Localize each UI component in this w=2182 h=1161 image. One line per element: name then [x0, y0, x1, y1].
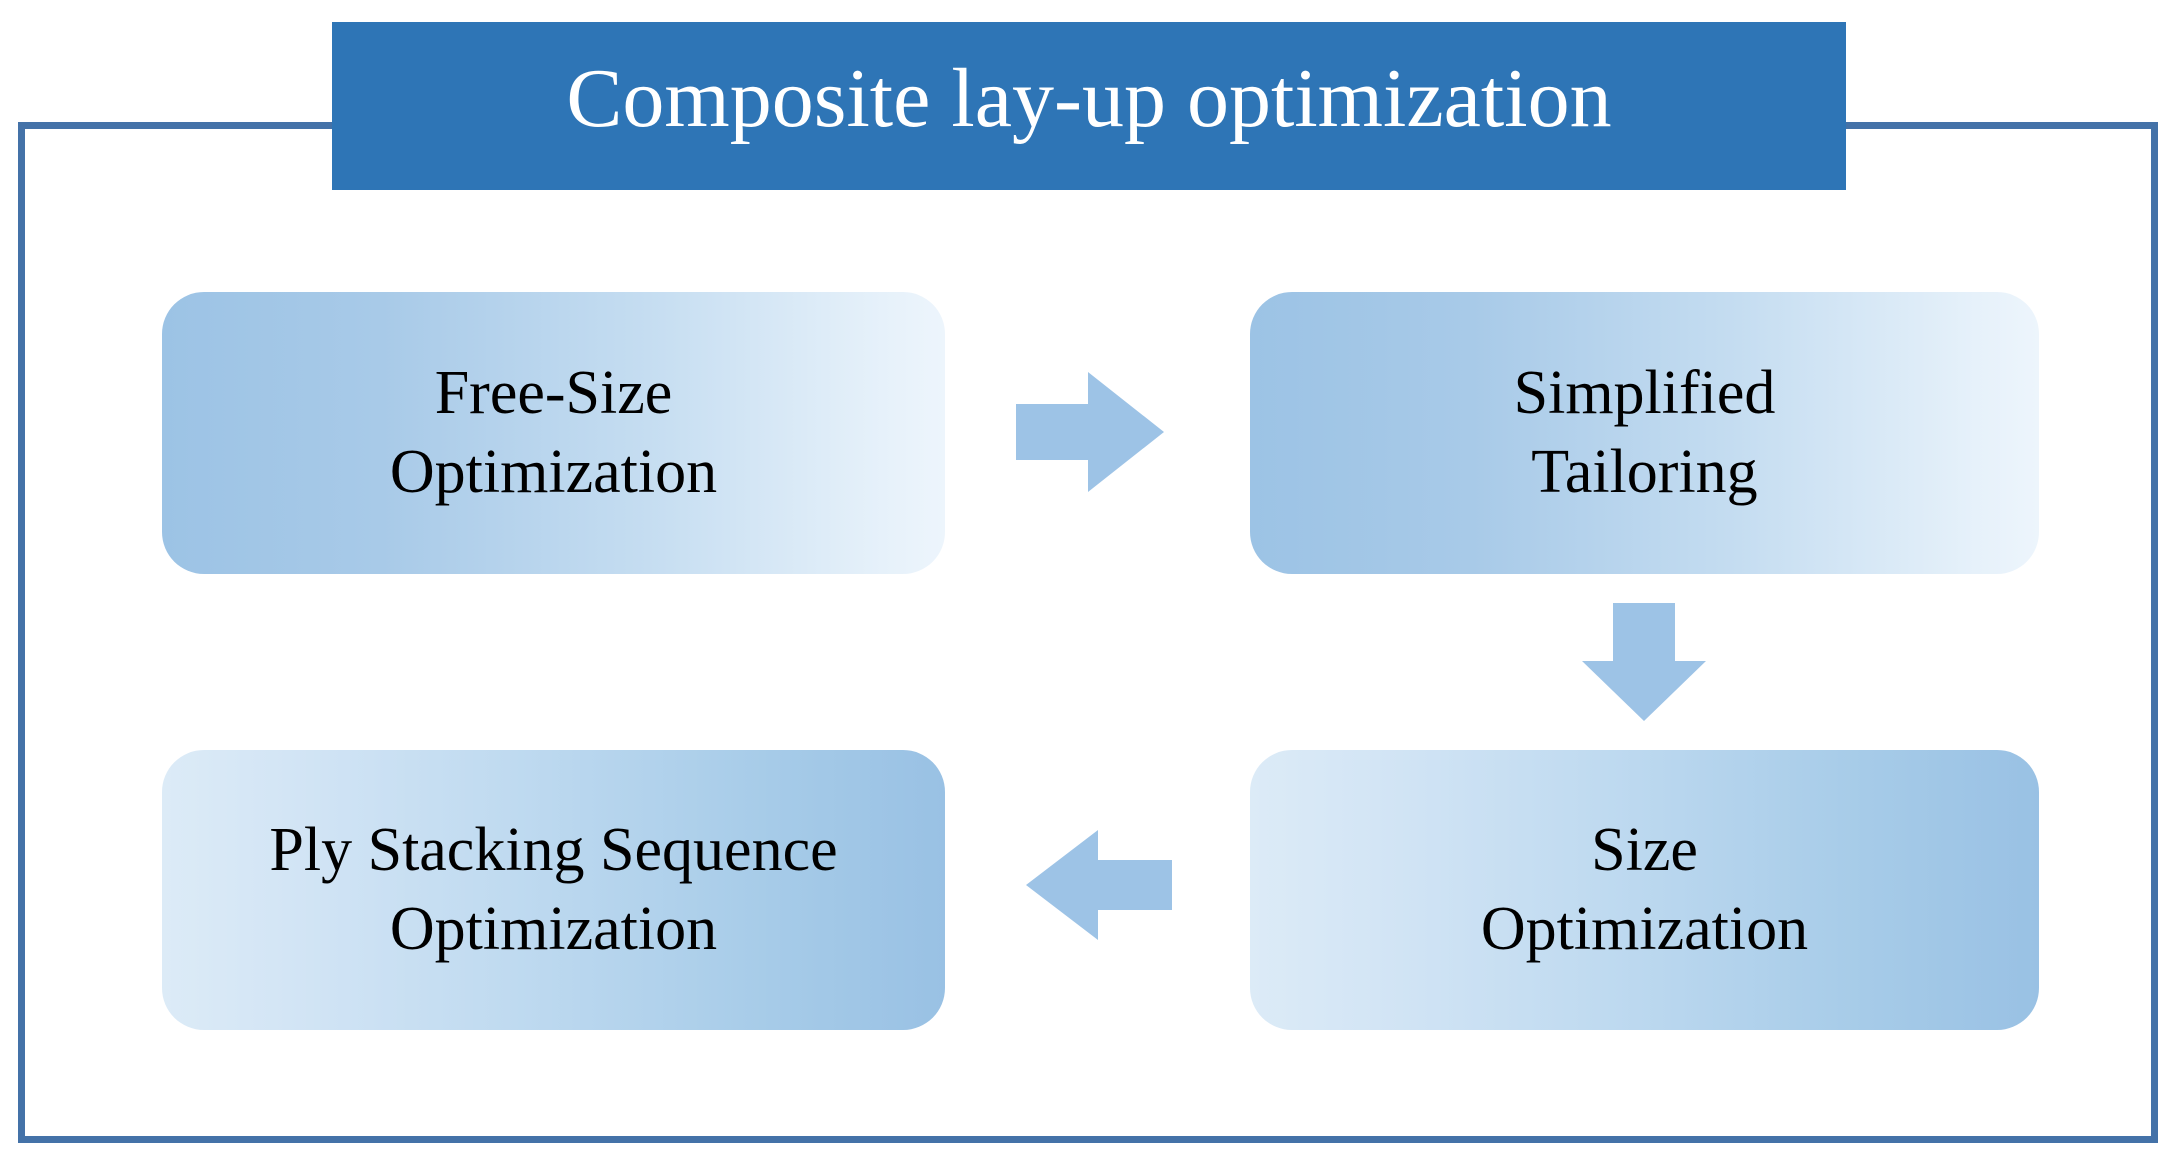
arrow-down-icon — [1582, 603, 1706, 721]
process-box-ply-stacking-sequence-optimization-label: Ply Stacking Sequence Optimization — [269, 815, 838, 963]
process-box-free-size-label: Free-Size Optimization — [389, 358, 718, 506]
diagram-title: Composite lay-up optimization — [566, 51, 1612, 145]
process-box-free-size[interactable]: Free-Size Optimization — [162, 292, 945, 574]
process-box-simplified-tailoring[interactable]: Simplified Tailoring — [1250, 292, 2039, 574]
arrow-left-icon — [1026, 830, 1172, 940]
diagram-title-banner: Composite lay-up optimization — [332, 22, 1846, 190]
process-box-size-optimization[interactable]: Size Optimization — [1250, 750, 2039, 1030]
process-box-size-optimization-label: Size Optimization — [1480, 815, 1809, 963]
process-box-simplified-tailoring-label: Simplified Tailoring — [1513, 358, 1776, 506]
arrow-right-icon — [1016, 372, 1164, 492]
process-box-ply-stacking-sequence-optimization[interactable]: Ply Stacking Sequence Optimization — [162, 750, 945, 1030]
